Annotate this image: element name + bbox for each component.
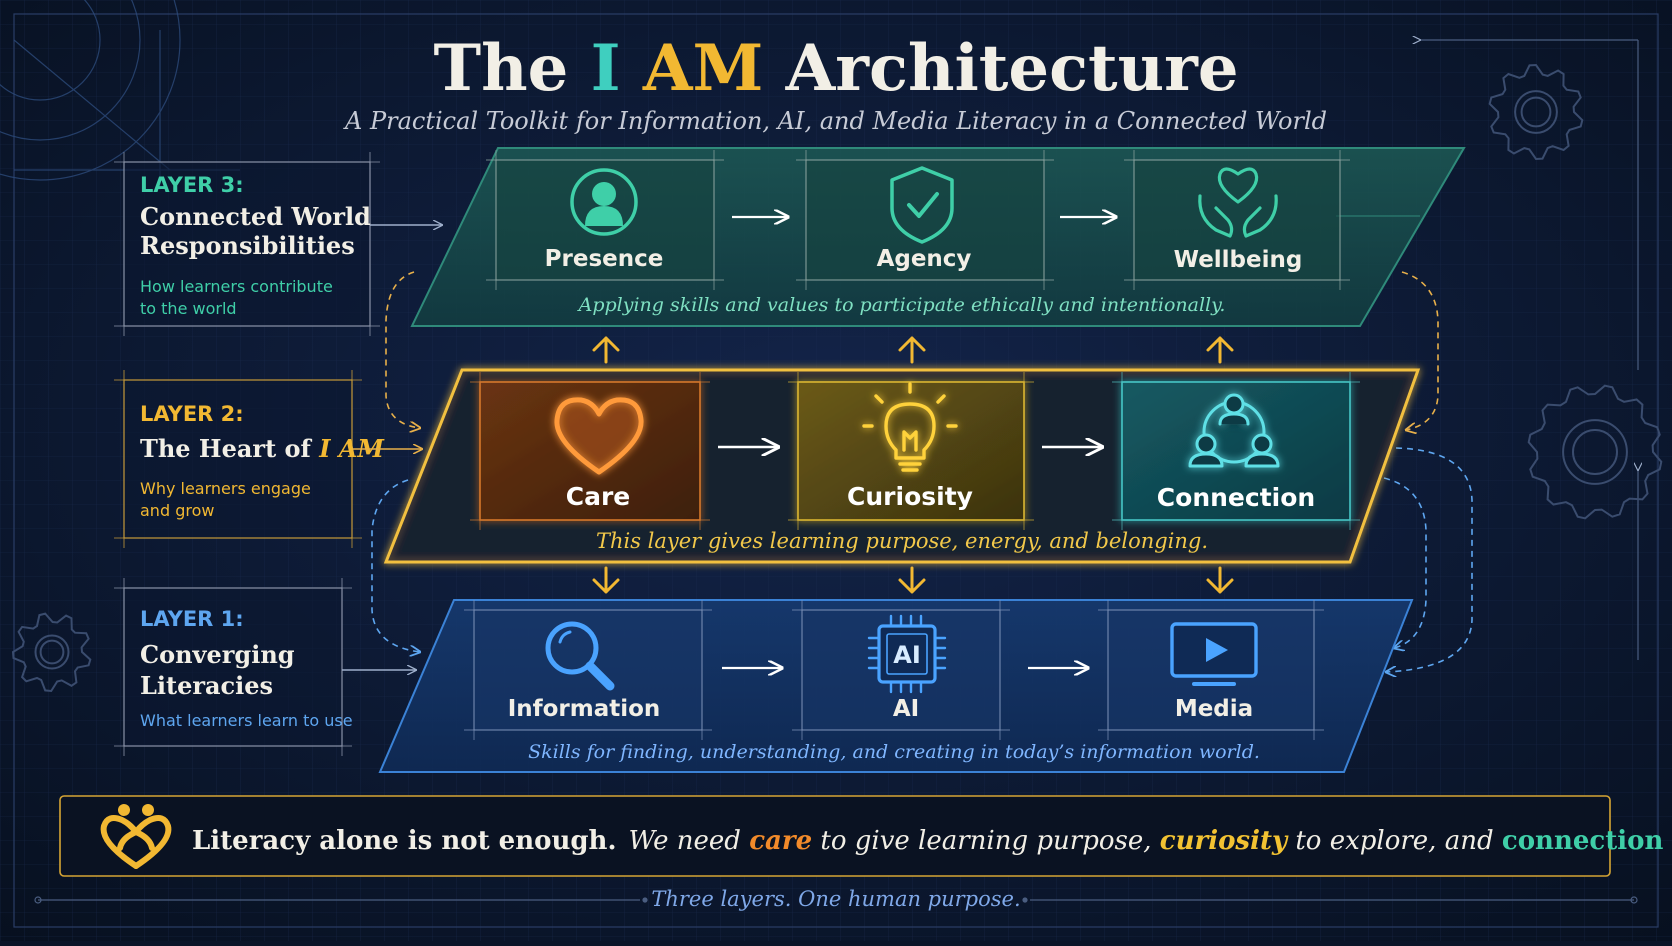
up-arrows (592, 336, 1234, 364)
gear-icon (1527, 384, 1663, 520)
care-label: Care (566, 482, 631, 511)
side-connectors (371, 271, 1473, 672)
layer1-caption: Skills for finding, understanding, and c… (528, 741, 1260, 763)
layer1-media-card: Media (1098, 600, 1324, 740)
layer2-care-card: Care (470, 372, 710, 530)
footer-tagline: Three layers. One human purpose. (651, 887, 1020, 911)
layer3-label-box: LAYER 3: Connected World Responsibilitie… (114, 152, 380, 336)
hearts-people-icon (100, 804, 172, 869)
wellbeing-label: Wellbeing (1174, 247, 1303, 273)
layer2-connection-card: Connection (1112, 372, 1360, 530)
layer2-tag: LAYER 2: (140, 402, 244, 426)
layer3-agency-card: Agency (796, 150, 1054, 290)
heart-hands-icon (1198, 167, 1278, 238)
media-label: Media (1175, 696, 1253, 722)
layer3-presence-card: Presence (486, 150, 724, 290)
layer3-name-line1: Connected World (140, 202, 371, 231)
summary-banner: Literacy alone is not enough.We need car… (59, 795, 1672, 877)
layer3-wellbeing-card: Wellbeing (1124, 150, 1350, 290)
gear-icon (1488, 63, 1584, 161)
layer1-desc-line1: What learners learn to use (140, 711, 353, 730)
down-arrows (592, 566, 1234, 594)
layer3-desc-line2: to the world (140, 299, 237, 318)
layer1-ai-card: AI AI (792, 600, 1010, 740)
connection-label: Connection (1157, 483, 1315, 512)
layer2-caption: This layer gives learning purpose, energ… (596, 529, 1208, 553)
magnifier-icon (545, 621, 615, 691)
ai-chip-icon: AI (867, 614, 947, 694)
banner-text: Literacy alone is not enough.We need car… (192, 826, 1672, 856)
curiosity-label: Curiosity (847, 482, 973, 511)
layer1-name-line1: Converging (140, 640, 295, 669)
layer2-curiosity-card: Curiosity (788, 372, 1034, 530)
ai-chip-text: AI (893, 641, 921, 669)
page-subtitle: A Practical Toolkit for Information, AI,… (343, 107, 1327, 135)
layer2-label-box: LAYER 2: The Heart of I AM Why learners … (114, 370, 385, 548)
presence-label: Presence (545, 246, 664, 272)
page-title: The I AM Architecture (433, 31, 1238, 106)
layer3-tag: LAYER 3: (140, 173, 244, 197)
layer1-name-line2: Literacies (140, 671, 273, 700)
gear-icon (11, 612, 92, 693)
dimension-lines-decoration (34, 40, 1638, 904)
layer1-tag: LAYER 1: (140, 607, 244, 631)
ai-label: AI (893, 696, 919, 722)
layer1-label-box: LAYER 1: Converging Literacies What lear… (114, 578, 353, 756)
heart-icon (554, 397, 644, 475)
layer2-desc-line2: and grow (140, 501, 214, 520)
lightbulb-icon (862, 382, 958, 472)
layer2-desc-line1: Why learners engage (140, 479, 311, 498)
video-play-icon (1170, 622, 1258, 686)
people-network-icon (1188, 393, 1280, 468)
person-icon (570, 168, 638, 236)
layer1-information-card: Information (464, 600, 712, 740)
information-label: Information (508, 696, 661, 722)
layer3-name-line2: Responsibilities (140, 231, 355, 260)
shield-check-icon (890, 166, 954, 244)
layer3-caption: Applying skills and values to participat… (577, 294, 1226, 316)
agency-label: Agency (877, 246, 972, 272)
layer3-desc-line1: How learners contribute (140, 277, 333, 296)
layer2-name: The Heart of I AM (140, 434, 385, 463)
